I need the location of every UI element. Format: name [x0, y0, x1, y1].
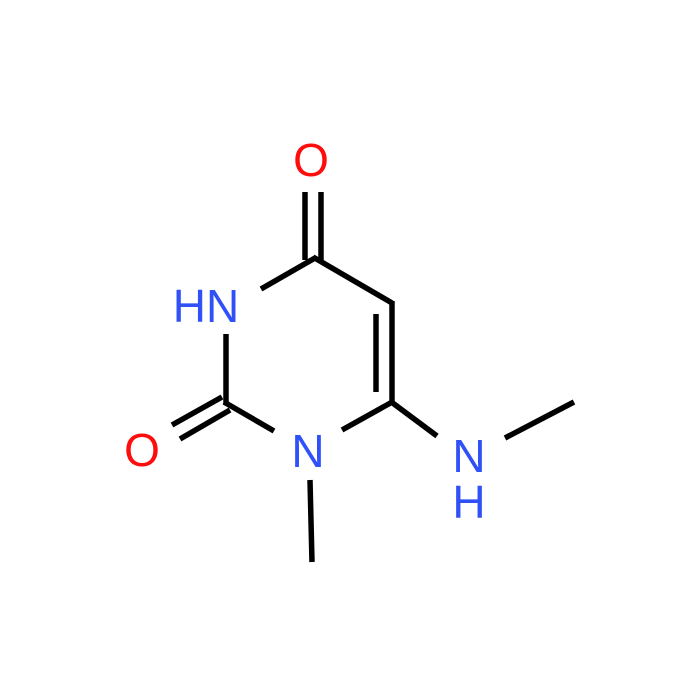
bond-n1-methyl [307, 479, 315, 563]
atom-oxygen-left: O [124, 424, 160, 476]
bond-nh-methyl [503, 399, 576, 441]
bond-c4-n3 [259, 255, 317, 292]
bond-c2-n1 [222, 399, 276, 434]
atom-nitrogen-ring: N [291, 425, 324, 477]
atom-oxygen-top: O [293, 134, 329, 186]
bond-c6-nh [388, 398, 439, 439]
bond-n1-c6 [340, 398, 396, 433]
atom-nh-ring: HN [173, 280, 239, 332]
bond-c2-o-double-b [170, 394, 224, 428]
bond-c4-c5 [311, 254, 394, 306]
atom-hydrogen-amine: H [452, 476, 485, 528]
bond-c2-o-double-a [178, 407, 232, 442]
atom-nitrogen-amine: N [452, 430, 485, 482]
